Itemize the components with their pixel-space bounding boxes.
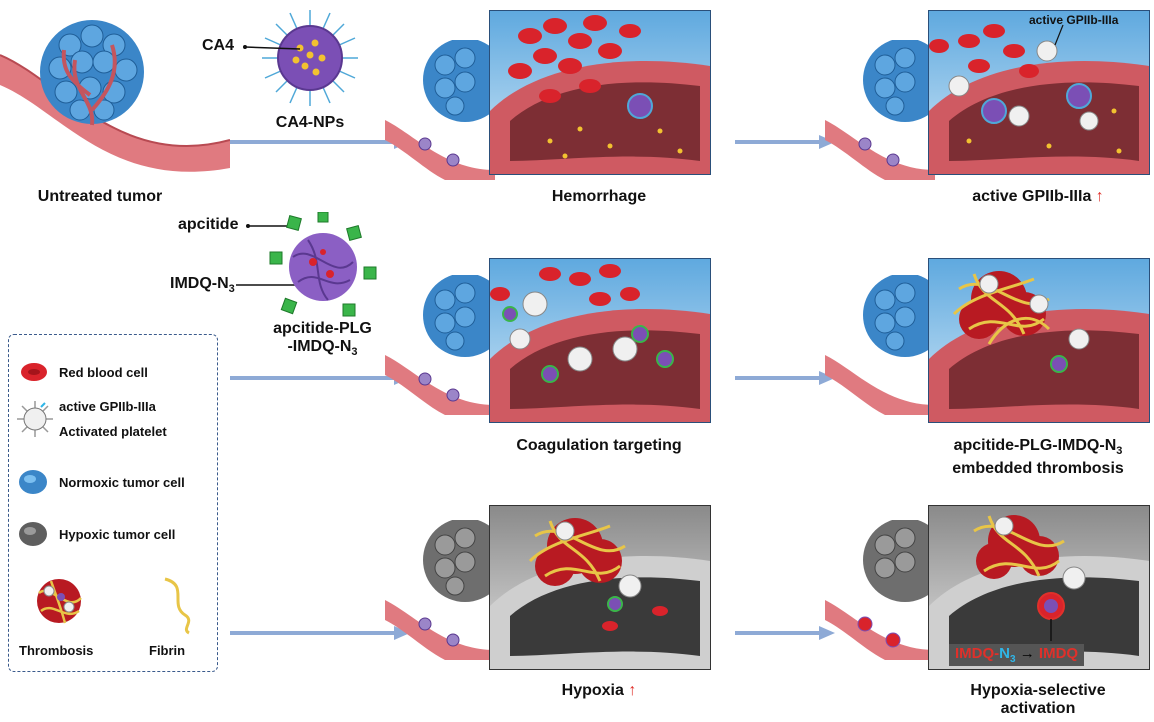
up-arrow-icon: ↑ <box>628 682 637 699</box>
embedded-thrombosis-caption: apcitide-PLG-IMDQ-N3 embedded thrombosis <box>928 437 1148 478</box>
conv-left-n: N <box>999 645 1011 662</box>
tumor-vessel-small-1 <box>385 40 495 180</box>
ca4-nps-label: CA4-NPs <box>275 114 345 131</box>
apcitide-plg-label-line1: apcitide-PLG <box>273 320 372 337</box>
ca4-nanoparticle <box>260 8 360 108</box>
tumor-vessel-small-3 <box>385 275 495 415</box>
arrow-row2-b <box>735 370 835 386</box>
hypoxia-caption: Hypoxia ↑ <box>489 682 709 700</box>
imdq-n3-label: IMDQ-N3 <box>170 275 235 298</box>
legend-platelet-label: Activated platelet <box>59 424 167 439</box>
hypoxia-selective-panel: IMDQ-N3 → IMDQ <box>928 505 1150 670</box>
apcitide-plg-label: apcitide-PLG -IMDQ-N3 <box>255 320 390 361</box>
conv-arrow-icon: → <box>1019 645 1035 662</box>
hypoxia-panel <box>489 505 711 670</box>
legend-thrombosis-label: Thrombosis <box>19 643 94 658</box>
hypoxia-selective-line2: activation <box>1000 700 1076 717</box>
conv-left-sub: 3 <box>1010 654 1016 665</box>
legend-rbc-label: Red blood cell <box>59 365 148 380</box>
apcitide-plg-label-line2-base: -IMDQ-N <box>287 338 352 355</box>
apcitide-plg-label-line2: -IMDQ-N3 <box>255 338 390 361</box>
hypoxia-selective-line1: Hypoxia-selective <box>970 682 1106 699</box>
legend-thrombosis-icon <box>31 573 87 629</box>
conv-left-base: IMDQ- <box>955 645 1000 662</box>
embedded-thrombosis-line1: apcitide-PLG-IMDQ-N3 <box>928 437 1148 460</box>
arrow-row1-a <box>230 134 410 150</box>
hypoxia-selective-caption: Hypoxia-selective activation <box>928 682 1148 718</box>
hypoxia-caption-text: Hypoxia <box>561 682 624 699</box>
embedded-thrombosis-line1-base: apcitide-PLG-IMDQ-N <box>953 437 1117 454</box>
tumor-vessel-small-4 <box>825 275 935 415</box>
legend-rbc-icon <box>19 361 49 383</box>
up-arrow-icon: ↑ <box>1095 188 1104 205</box>
conv-right: IMDQ <box>1038 645 1079 662</box>
embedded-thrombosis-line2: embedded thrombosis <box>952 460 1124 478</box>
legend-box: Red blood cell active GPIIb-IIIa Activat… <box>8 334 218 672</box>
hemorrhage-panel <box>489 10 711 175</box>
arrow-row1-b <box>735 134 835 150</box>
arrow-row2-a <box>230 370 410 386</box>
untreated-tumor-caption: Untreated tumor <box>37 188 163 205</box>
imdq-n3-label-base: IMDQ-N <box>170 275 229 292</box>
legend-platelet-icon <box>15 399 55 439</box>
legend-hypoxic-label: Hypoxic tumor cell <box>59 527 176 542</box>
legend-fibrin-icon <box>159 575 199 635</box>
legend-hypoxic-icon <box>17 520 49 548</box>
hemorrhage-caption: Hemorrhage <box>551 188 647 205</box>
embedded-thrombosis-line1-sub: 3 <box>1116 445 1123 458</box>
arrow-row3-a <box>230 625 410 641</box>
legend-normoxic-icon <box>17 468 49 496</box>
hypoxic-tumor-vessel-small-2 <box>825 520 935 660</box>
active-gp-panel-label: active GPIIb-IIIa <box>1029 13 1119 27</box>
apcitide-label: apcitide <box>178 216 239 233</box>
ca4-label: CA4 <box>202 37 235 54</box>
untreated-tumor-illustration <box>0 0 230 175</box>
embedded-thrombosis-panel <box>928 258 1150 423</box>
arrow-row3-b <box>735 625 835 641</box>
imdq-n3-label-sub: 3 <box>228 283 235 296</box>
active-gp-caption-text: active GPIIb-IIIa <box>972 188 1092 205</box>
hypoxic-tumor-vessel-small-1 <box>385 520 495 660</box>
coagulation-caption: Coagulation targeting <box>516 437 682 454</box>
legend-gp-label: active GPIIb-IIIa <box>59 399 156 414</box>
imdq-conversion-label: IMDQ-N3 → IMDQ <box>949 644 1085 666</box>
coagulation-panel <box>489 258 711 423</box>
legend-normoxic-label: Normoxic tumor cell <box>59 475 185 490</box>
active-gp-panel: active GPIIb-IIIa <box>928 10 1150 175</box>
apcitide-plg-nanoparticle <box>268 212 378 322</box>
legend-fibrin-label: Fibrin <box>149 643 186 658</box>
apcitide-plg-label-line2-sub: 3 <box>351 346 358 359</box>
active-gp-caption: active GPIIb-IIIa ↑ <box>928 188 1148 206</box>
tumor-vessel-small-2 <box>825 40 935 180</box>
